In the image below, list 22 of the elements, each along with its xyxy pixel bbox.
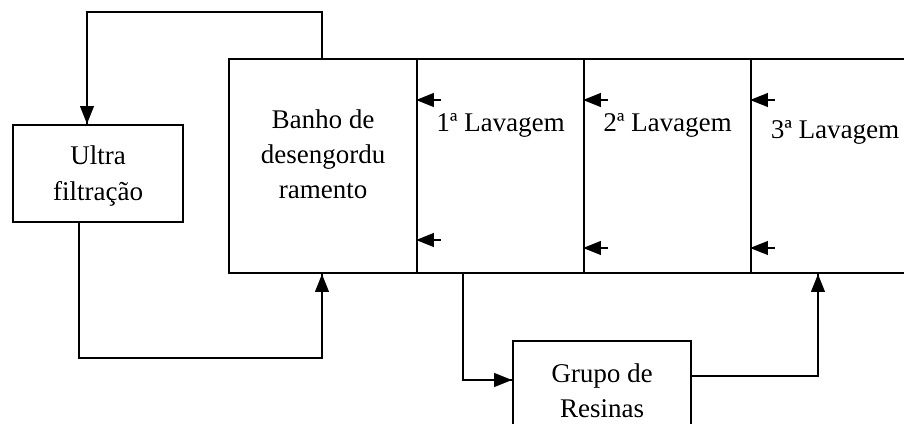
- process-box: [12, 124, 184, 223]
- arrow: [690, 274, 826, 377]
- process-box: [583, 58, 752, 274]
- arrow: [78, 223, 330, 359]
- arrow: [583, 92, 608, 108]
- process-box: [416, 58, 585, 274]
- box-label: Ultra filtração: [52, 139, 144, 208]
- process-box: [512, 340, 692, 424]
- arrow: [416, 232, 441, 248]
- arrow: [462, 274, 512, 388]
- process-box: [228, 58, 418, 274]
- arrow: [583, 240, 608, 256]
- box-label: Banho de desengordu ramento: [260, 103, 386, 206]
- arrow: [750, 92, 775, 108]
- arrow: [750, 240, 775, 256]
- box-label: Grupo de Resinas: [550, 357, 654, 424]
- box-label: 3ª Lavagem: [770, 113, 900, 146]
- arrow: [416, 92, 441, 108]
- box-label: 1ª Lavagem: [436, 106, 565, 139]
- box-label: 2ª Lavagem: [603, 106, 732, 139]
- arrow: [80, 11, 323, 124]
- process-box: [750, 58, 904, 274]
